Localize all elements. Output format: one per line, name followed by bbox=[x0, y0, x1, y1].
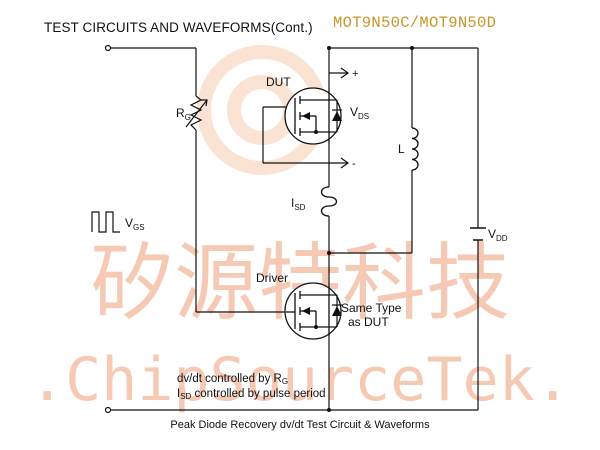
section-title: TEST CIRCUITS AND WAVEFORMS(Cont.) bbox=[44, 20, 313, 35]
driver-label: Driver bbox=[256, 271, 288, 285]
vgs-label: VGS bbox=[125, 216, 145, 232]
junction-inductor-bottom bbox=[327, 251, 331, 255]
vdd-label-sub: DD bbox=[496, 234, 508, 243]
vgs-label-main: V bbox=[125, 216, 133, 230]
note-isd: ISD controlled by pulse period bbox=[177, 388, 326, 401]
vds-plus-arrow-icon bbox=[340, 67, 350, 79]
ground-terminal bbox=[104, 406, 112, 414]
junction-top bbox=[327, 46, 331, 50]
gate-input-terminal bbox=[104, 44, 112, 52]
rg-label-main: R bbox=[176, 106, 185, 120]
note-dvdt-sub: G bbox=[282, 377, 288, 386]
rg-variable-resistor-icon bbox=[185, 95, 208, 131]
figure-caption: Peak Diode Recovery dv/dt Test Circuit &… bbox=[170, 419, 430, 431]
note-dvdt-main: dv/dt controlled by R bbox=[177, 373, 282, 385]
watermark-english-text: .ChipSourceTek. bbox=[29, 345, 571, 415]
vdd-label: VDD bbox=[488, 227, 508, 243]
vds-plus-label: + bbox=[352, 68, 358, 80]
note-isd-rest: controlled by pulse period bbox=[191, 388, 325, 400]
vds-probe-arrows bbox=[340, 67, 350, 169]
note-isd-sub: SD bbox=[180, 392, 191, 401]
rg-label-sub: G bbox=[185, 113, 191, 122]
vdd-battery-icon bbox=[470, 227, 486, 241]
junction-dots bbox=[327, 46, 414, 412]
part-number: MOT9N50C/MOT9N50D bbox=[333, 14, 497, 32]
rg-label: RG bbox=[176, 106, 191, 122]
junction-inductor-top bbox=[410, 46, 414, 50]
vgs-pulse-waveform-icon bbox=[91, 211, 120, 233]
vgs-label-sub: GS bbox=[133, 223, 145, 232]
dut-mosfet-icon bbox=[284, 87, 342, 145]
isd-label-sub: SD bbox=[294, 203, 305, 212]
dut-label: DUT bbox=[266, 75, 291, 89]
same-type-label-line1: Same Type bbox=[341, 301, 402, 315]
isd-label: ISD bbox=[291, 196, 306, 212]
vdd-label-main: V bbox=[488, 227, 496, 241]
terminals bbox=[104, 44, 112, 414]
driver-mosfet-icon bbox=[284, 282, 342, 340]
inductor-icon bbox=[411, 127, 419, 171]
junction-bottom bbox=[327, 408, 331, 412]
isd-label-main: I bbox=[291, 196, 294, 210]
wiring bbox=[110, 47, 479, 411]
vds-minus-arrow-icon bbox=[340, 157, 350, 169]
vds-minus-label: - bbox=[352, 158, 356, 170]
note-isd-main: I bbox=[177, 388, 180, 400]
inductor-label: L bbox=[398, 142, 405, 156]
vds-label-sub: DS bbox=[358, 112, 369, 121]
vds-label: VDS bbox=[350, 105, 369, 121]
vds-label-main: V bbox=[350, 105, 358, 119]
note-dvdt: dv/dt controlled by RG bbox=[177, 373, 288, 386]
isd-current-probe-icon bbox=[320, 186, 338, 217]
same-type-label-line2: as DUT bbox=[348, 315, 389, 329]
